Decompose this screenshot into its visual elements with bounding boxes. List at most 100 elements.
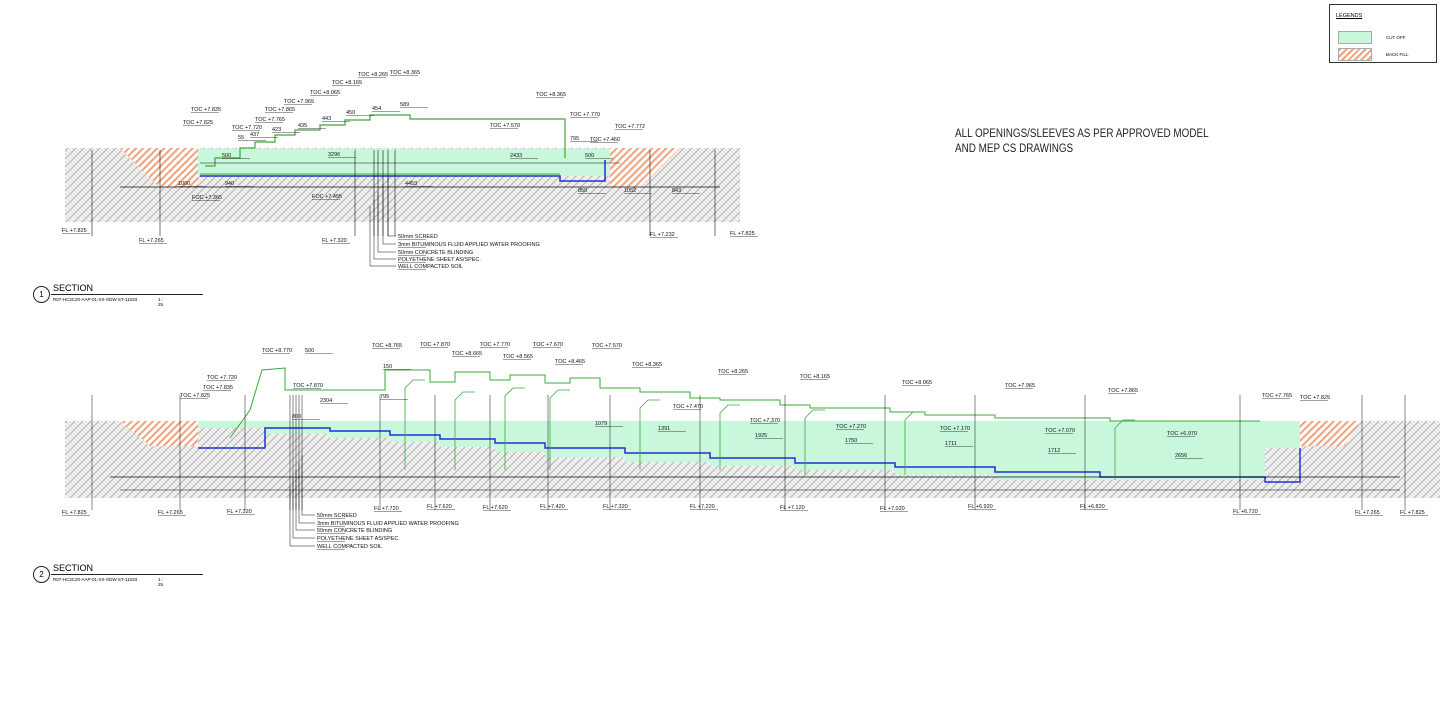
- dimension-value: 450: [346, 110, 355, 116]
- floor-level-label: FL +7.825: [62, 228, 87, 234]
- waterproofing-line: [200, 160, 606, 182]
- layer-leader: [373, 199, 396, 260]
- floor-level-label: FL +7.320: [322, 238, 347, 244]
- upstand-outline: [904, 411, 925, 475]
- toc-level-label: TOC +8.765: [372, 343, 402, 349]
- floor-level-label: FL +7.265: [158, 510, 183, 516]
- layer-note: 50mm SCREED: [398, 234, 438, 240]
- dimension-value: 500: [222, 153, 231, 159]
- toc-level-label: TOC +7.835: [203, 385, 233, 391]
- floor-level-label: FL +7.825: [62, 510, 87, 516]
- toc-level-label: TOC +7.965: [284, 99, 314, 105]
- floor-level-label: FL +7.620: [427, 504, 452, 510]
- dimension-value: 843: [672, 188, 681, 194]
- dimension-value: 1750: [845, 438, 857, 444]
- toc-level-label: TOC +7.770: [570, 112, 600, 118]
- toc-level-label: TOC +7.370: [750, 418, 780, 424]
- layer-leader: [369, 206, 396, 267]
- section-title: SECTION: [53, 283, 94, 293]
- floor-level-label: FL +6.720: [1233, 509, 1258, 515]
- toc-level-label: TOC +8.065: [902, 380, 932, 386]
- toc-level-label: TOC +7.570: [490, 123, 520, 129]
- dimension-value: 589: [400, 102, 409, 108]
- layer-leader: [289, 486, 315, 547]
- foc-level-label: FOC +7.455: [312, 194, 342, 200]
- toc-level-label: TOC +8.165: [332, 80, 362, 86]
- toc-level-label: TOC +7.170: [940, 426, 970, 432]
- dimension-value: 1391: [658, 426, 670, 432]
- dimension-value: 3296: [328, 152, 340, 158]
- layer-leader: [377, 192, 396, 253]
- floor-level-label: FL +7.320: [227, 509, 252, 515]
- floor-level-label: FL +7.120: [780, 505, 805, 511]
- toc-level-label: TOC +8.065: [310, 90, 340, 96]
- title-underline: [51, 574, 203, 575]
- upstand-outline: [639, 399, 660, 470]
- dimension-value: 800: [292, 414, 301, 420]
- toc-level-label: TOC +7.772: [615, 124, 645, 130]
- toc-level-label: TOC +7.825: [183, 120, 213, 126]
- dimension-value: 500: [585, 153, 594, 159]
- layer-leader: [298, 463, 315, 524]
- floor-level-label: FL +7.320: [603, 504, 628, 510]
- toc-level-label: TOC +8.265: [718, 369, 748, 375]
- layer-note: WELL COMPACTED SOIL: [317, 544, 382, 550]
- section-2-drawing: [65, 367, 1440, 510]
- toc-level-label: TOC +8.665: [452, 351, 482, 357]
- layer-note: 50mm CONCRETE BLINDING: [317, 528, 392, 534]
- toc-level-label: TOC +8.465: [555, 359, 585, 365]
- dimension-value: 1925: [755, 433, 767, 439]
- cut-off-swatch: [1338, 31, 1372, 44]
- layer-note: 50mm CONCRETE BLINDING: [398, 250, 473, 256]
- floor-level-label: FL +7.265: [139, 238, 164, 244]
- floor-level-label: FL +7.220: [690, 504, 715, 510]
- floor-level-label: FL +7.825: [1400, 510, 1425, 516]
- layer-leader: [292, 478, 315, 539]
- toc-level-label: TOC +7.765: [255, 117, 285, 123]
- dimension-value: 940: [225, 181, 234, 187]
- slab-outline: [229, 367, 1260, 439]
- back-fill-left: [120, 421, 198, 446]
- toc-level-label: TOC +7.870: [293, 383, 323, 389]
- slab-outline: [205, 114, 566, 167]
- floor-level-label: FL +7.420: [540, 504, 565, 510]
- back-fill-left: [120, 148, 198, 188]
- dimension-value: 2656: [1175, 453, 1187, 459]
- upstand-outline: [504, 387, 525, 470]
- toc-level-label: TOC +7.720: [232, 125, 262, 131]
- toc-level-label: TOC +7.570: [592, 343, 622, 349]
- toc-level-label: TOC +7.720: [207, 375, 237, 381]
- toc-level-label: TOC +7.965: [1005, 383, 1035, 389]
- floor-level-label: FL +7.265: [1355, 510, 1380, 516]
- drawing-reference: R07-HC3C20-AAP-01-XX-SDW-ST-11033: [53, 297, 138, 302]
- toc-level-label: TOC +7.460: [590, 137, 620, 143]
- toc-level-label: TOC +7.765: [1262, 393, 1292, 399]
- floor-level-label: FL +7.020: [880, 506, 905, 512]
- dimension-value: 795: [570, 136, 579, 142]
- note-line-1: ALL OPENINGS/SLEEVES AS PER APPROVED MOD…: [955, 128, 1209, 140]
- dimension-value: 2433: [510, 153, 522, 159]
- dimension-value: 2304: [320, 398, 332, 404]
- section-title: SECTION: [53, 563, 94, 573]
- foc-level-label: FOC +7.365: [192, 195, 222, 201]
- toc-level-label: TOC +7.870: [420, 342, 450, 348]
- layer-note: POLYETHENE SHEET AS/SPEC.: [317, 536, 400, 542]
- cut-off-zone: [198, 149, 610, 176]
- floor-level-label: FL +7.825: [730, 231, 755, 237]
- toc-level-label: TOC +8.770: [262, 348, 292, 354]
- section-number: 1: [33, 286, 50, 303]
- toc-level-label: TOC +7.835: [191, 107, 221, 113]
- back-fill-swatch: [1338, 48, 1372, 61]
- upstand-outline: [719, 404, 740, 470]
- legend-title: LEGENDS: [1336, 13, 1363, 19]
- dimension-value: 1000: [178, 181, 190, 187]
- section-1-drawing: [65, 114, 740, 236]
- toc-level-label: TOC +8.165: [800, 374, 830, 380]
- floor-level-label: FL +7.620: [483, 505, 508, 511]
- dimension-value: 435: [298, 123, 307, 129]
- toc-level-label: TOC +7.470: [673, 404, 703, 410]
- toc-level-label: TOC +7.865: [1108, 388, 1138, 394]
- upstand-outline: [804, 409, 825, 475]
- floor-level-label: FL +6.820: [1080, 504, 1105, 510]
- legend: LEGENDS CUT OFF BACK FILL: [1329, 4, 1437, 63]
